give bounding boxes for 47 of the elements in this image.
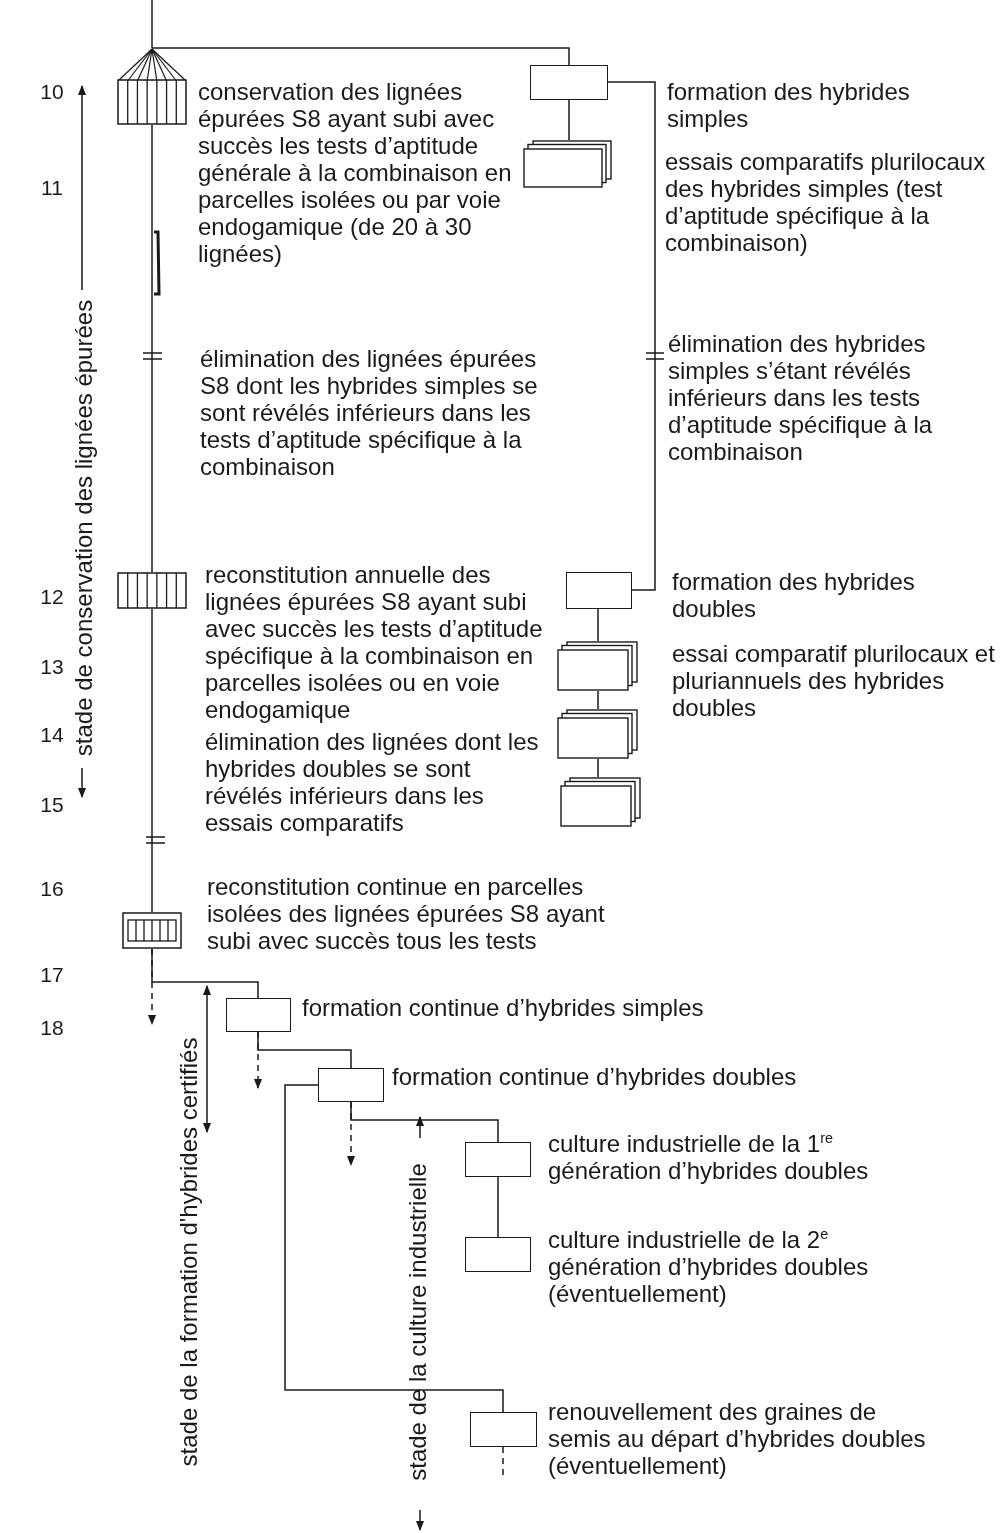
stage-label: stade de la culture industrielle [405,1163,431,1481]
process-box [318,1068,384,1102]
dashed-arrow [346,1101,356,1167]
connector-line [284,1084,504,1413]
connector-line [151,608,153,913]
generation-number: 17 [39,962,65,988]
connector-line [597,758,599,778]
dashed-arrow [147,948,157,1026]
note-text: élimination des hybrides simples s’étant révélés inférieurs dans les tests d’aptitude spécifique à la combinaison [668,330,934,465]
connector-line [151,124,153,573]
step-description: conservation des lignées épurées S8 ayant subi avec succès les tests d’aptitude générale à la combinaison en parcelles isolées ou par voie endogamique (de 20 à 30 lignées) [198,78,513,267]
process-box [226,998,291,1032]
generation-number: 15 [39,792,65,818]
process-box [465,1237,531,1272]
stage-label: stade de conservation des lignées épurées [71,299,97,757]
process-box [566,572,632,609]
connector-line [597,608,599,642]
note-text: élimination des lignées dont les hybrides doubles se sont révélés inférieurs dans les essais comparatifs [205,728,540,836]
process-box [465,1142,531,1177]
step-description: formation continue d’hybrides doubles [392,1063,798,1090]
generation-number: 12 [39,584,65,610]
generation-number: 10 [39,79,65,105]
generation-number: 18 [39,1015,65,1041]
step-description: essai comparatif plurilocaux et pluriannuels des hybrides doubles [672,640,996,721]
process-box [530,65,608,100]
step-description: formation des hybrides simples [667,78,911,132]
connector-line [151,47,570,66]
dashed-arrow [253,1031,263,1090]
connector-line [497,1176,499,1238]
connector-line [568,99,570,141]
note-text: élimination des lignées épurées S8 dont les hybrides simples se sont révélés inférieurs dans les tests d’aptitude spécifique à la combinaison [200,345,539,480]
connector-line [151,0,153,49]
step-description: reconstitution continue en parcelles isolées des lignées épurées S8 ayant subi avec succès tous les tests [207,873,606,954]
step-description: formation des hybrides doubles [672,568,916,622]
connector-line [597,690,599,710]
connector-line [607,81,656,591]
generation-number: 16 [39,876,65,902]
process-box [470,1412,537,1447]
generation-number: 13 [39,654,65,680]
step-description: culture industrielle de la 2$^{e}$ génération d’hybrides doubles (éventuellement) [548,1226,870,1307]
step-description: essais comparatifs plurilocaux des hybrides simples (test d’aptitude spécifique à la combinaison) [665,148,987,256]
stage-label: stade de la formation d'hybrides certifiés [176,1037,202,1467]
step-description: culture industrielle de la 1$^{re}$ génération d’hybrides doubles [548,1130,870,1184]
step-description: formation continue d’hybrides simples [302,994,705,1021]
step-description: renouvellement des graines de semis au départ d’hybrides doubles (éventuellement) [548,1398,926,1479]
generation-number: 14 [39,722,65,748]
generation-number: 11 [40,175,64,201]
